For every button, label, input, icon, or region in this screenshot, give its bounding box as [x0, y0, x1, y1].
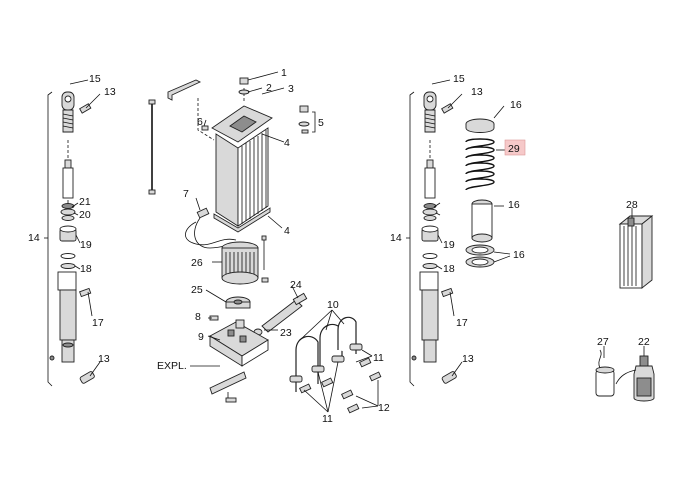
highlight-29-box	[504, 139, 526, 156]
label-20: 20	[79, 209, 91, 221]
label-29: 29	[508, 143, 520, 155]
label-13-right-top: 13	[471, 86, 483, 98]
label-10: 10	[327, 299, 339, 311]
label-13-right-bottom: 13	[462, 353, 474, 365]
label-27: 27	[597, 336, 609, 348]
handle-assembly	[289, 309, 382, 414]
callout-labels: 15 13 14 21 20 19 18 17 13 1 2 3 5 6 4 4…	[28, 67, 650, 425]
label-11-bottom: 11	[322, 413, 333, 425]
label-15-right: 15	[453, 73, 465, 85]
label-1: 1	[281, 67, 287, 79]
label-19-left: 19	[80, 239, 92, 251]
label-21: 21	[79, 196, 91, 208]
label-5: 5	[318, 117, 324, 129]
label-18-left: 18	[80, 263, 92, 275]
right-strut-assembly	[406, 79, 511, 387]
label-24: 24	[290, 279, 302, 291]
label-expl: EXPL.	[157, 360, 187, 372]
label-13-left-top: 13	[104, 86, 116, 98]
label-15-left: 15	[89, 73, 101, 85]
spare-parts	[595, 208, 655, 402]
label-25: 25	[191, 284, 203, 296]
label-16-middle: 16	[508, 199, 520, 211]
label-17-left: 17	[92, 317, 104, 329]
label-13-left-bottom: 13	[98, 353, 110, 365]
label-28: 28	[626, 199, 638, 211]
label-4-top: 4	[284, 137, 290, 149]
label-22: 22	[638, 336, 650, 348]
label-16-bottom: 16	[513, 249, 525, 261]
battery-pack-assembly	[148, 71, 316, 403]
label-17-right: 17	[456, 317, 468, 329]
label-8: 8	[195, 311, 201, 323]
label-23: 23	[280, 327, 292, 339]
label-2: 2	[266, 82, 272, 94]
label-12: 12	[378, 402, 390, 414]
label-7: 7	[183, 188, 189, 200]
label-14-right: 14	[390, 232, 402, 244]
label-3: 3	[288, 83, 294, 95]
label-16-top: 16	[510, 99, 522, 111]
left-strut-assembly	[44, 79, 101, 387]
label-18-right: 18	[443, 263, 455, 275]
label-4-bottom: 4	[284, 225, 290, 237]
label-26: 26	[191, 257, 203, 269]
label-14-left: 14	[28, 232, 40, 244]
label-11-right: 11	[373, 352, 384, 364]
label-9: 9	[198, 331, 204, 343]
label-6: 6	[197, 116, 203, 128]
label-19-right: 19	[443, 239, 455, 251]
